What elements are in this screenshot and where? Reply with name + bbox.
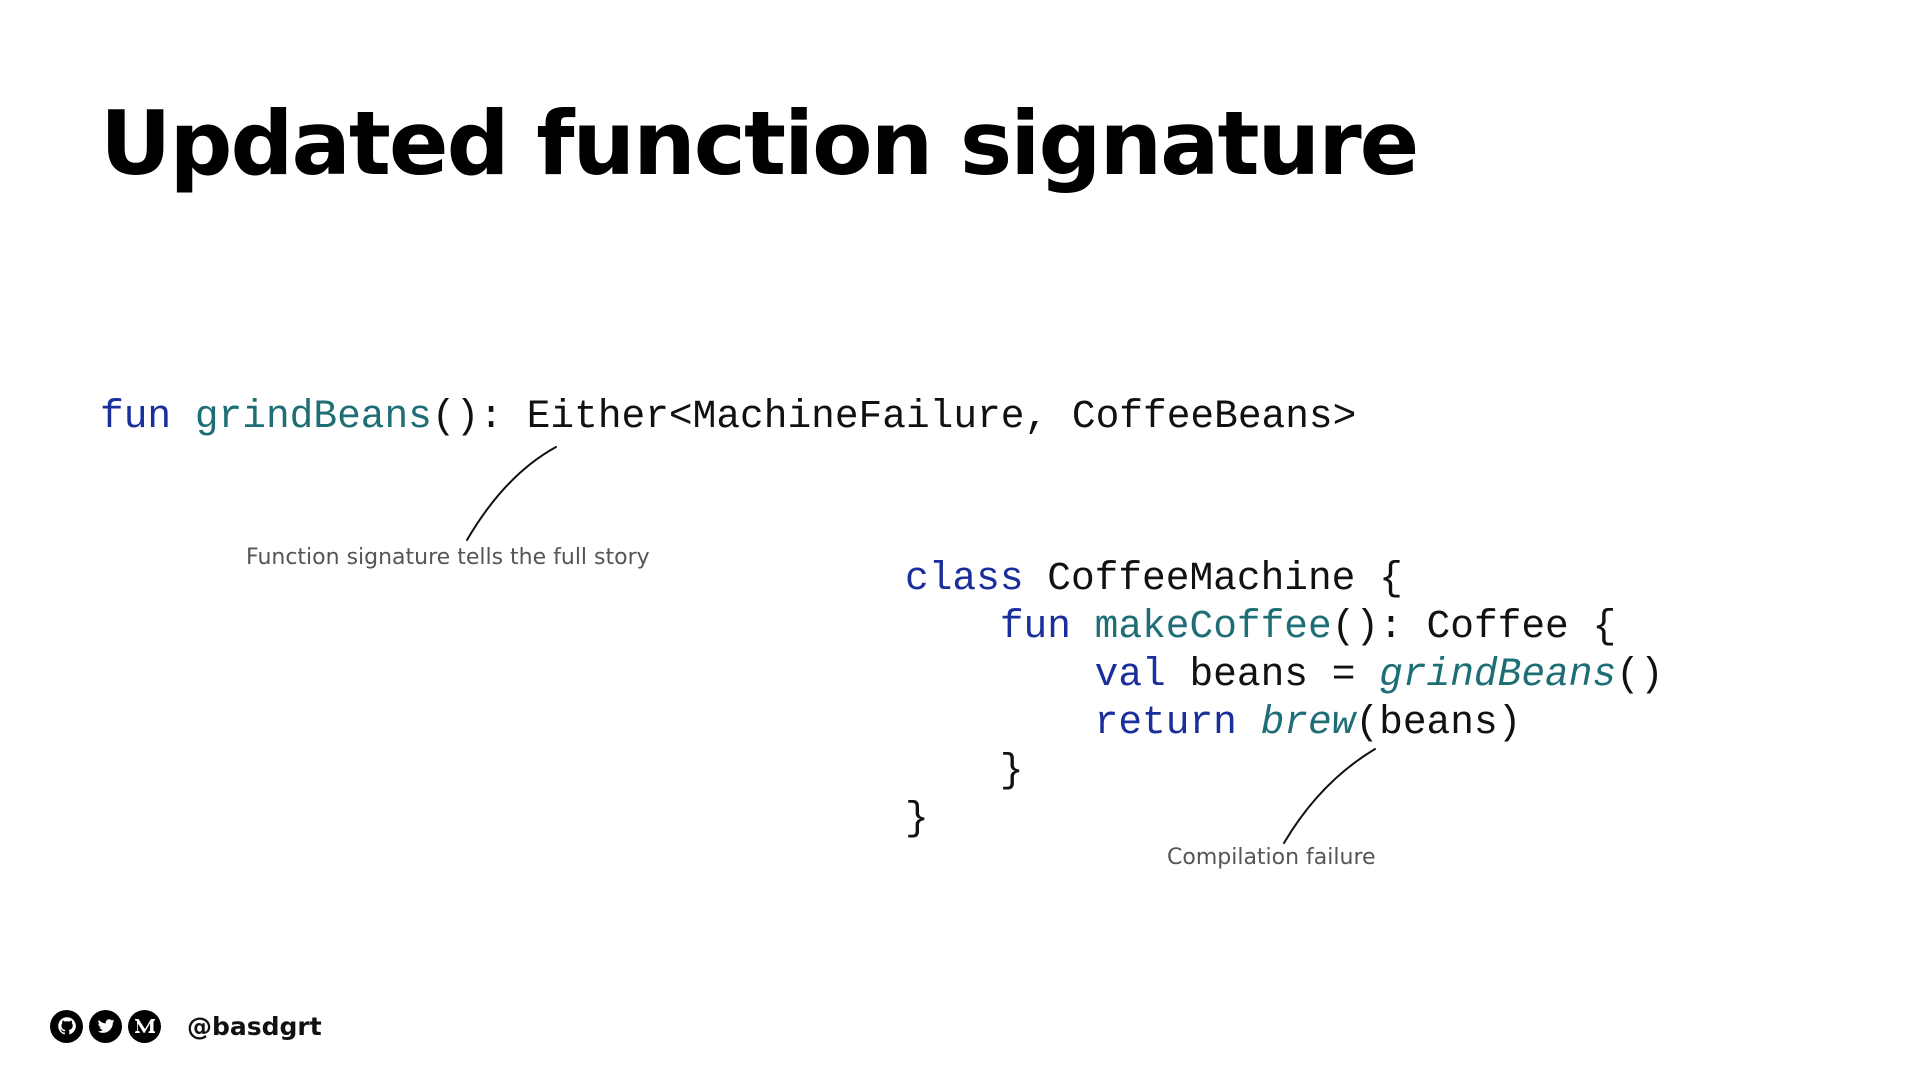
keyword-class: class <box>905 556 1024 601</box>
github-icon[interactable] <box>50 1009 83 1043</box>
slide-title: Updated function signature <box>100 92 1419 195</box>
medium-icon[interactable] <box>128 1009 161 1043</box>
beans-assignment: beans = <box>1165 652 1380 697</box>
keyword-return: return <box>1094 700 1237 745</box>
code-line-close-class: } <box>905 795 929 843</box>
close-brace: } <box>905 796 929 841</box>
compilation-annotation: Compilation failure <box>1167 845 1376 870</box>
call-parens: () <box>1616 652 1664 697</box>
code-line-class: class CoffeeMachine { <box>905 555 1403 603</box>
social-handle[interactable]: @basdgrt <box>187 1011 322 1041</box>
call-brew: brew <box>1260 700 1356 745</box>
footer: @basdgrt <box>50 1008 322 1044</box>
call-grindbeans: grindBeans <box>1379 652 1617 697</box>
close-brace: } <box>999 748 1024 793</box>
signature-annotation: Function signature tells the full story <box>246 545 650 570</box>
function-name-makecoffee: makeCoffee <box>1094 604 1332 649</box>
function-name-grindbeans: grindBeans <box>194 394 432 439</box>
function-signature-code: fun grindBeans(): Either<MachineFailure,… <box>100 393 1356 441</box>
keyword-val: val <box>1094 652 1166 697</box>
keyword-fun: fun <box>100 394 172 439</box>
code-line-return: return brew(beans) <box>905 699 1522 747</box>
twitter-icon[interactable] <box>89 1009 122 1043</box>
signature-arrow-line <box>466 446 557 541</box>
makecoffee-signature: (): Coffee { <box>1331 604 1617 649</box>
class-code-block: class CoffeeMachine { fun makeCoffee(): … <box>905 555 1705 855</box>
code-line-close-method: } <box>905 747 1024 795</box>
keyword-fun: fun <box>999 604 1071 649</box>
brew-arguments: (beans) <box>1355 700 1522 745</box>
code-line-val-beans: val beans = grindBeans() <box>905 651 1664 699</box>
code-line-makecoffee: fun makeCoffee(): Coffee { <box>905 603 1616 651</box>
class-declaration: CoffeeMachine { <box>1023 556 1403 601</box>
signature-return-type: (): Either<MachineFailure, CoffeeBeans> <box>431 394 1357 439</box>
